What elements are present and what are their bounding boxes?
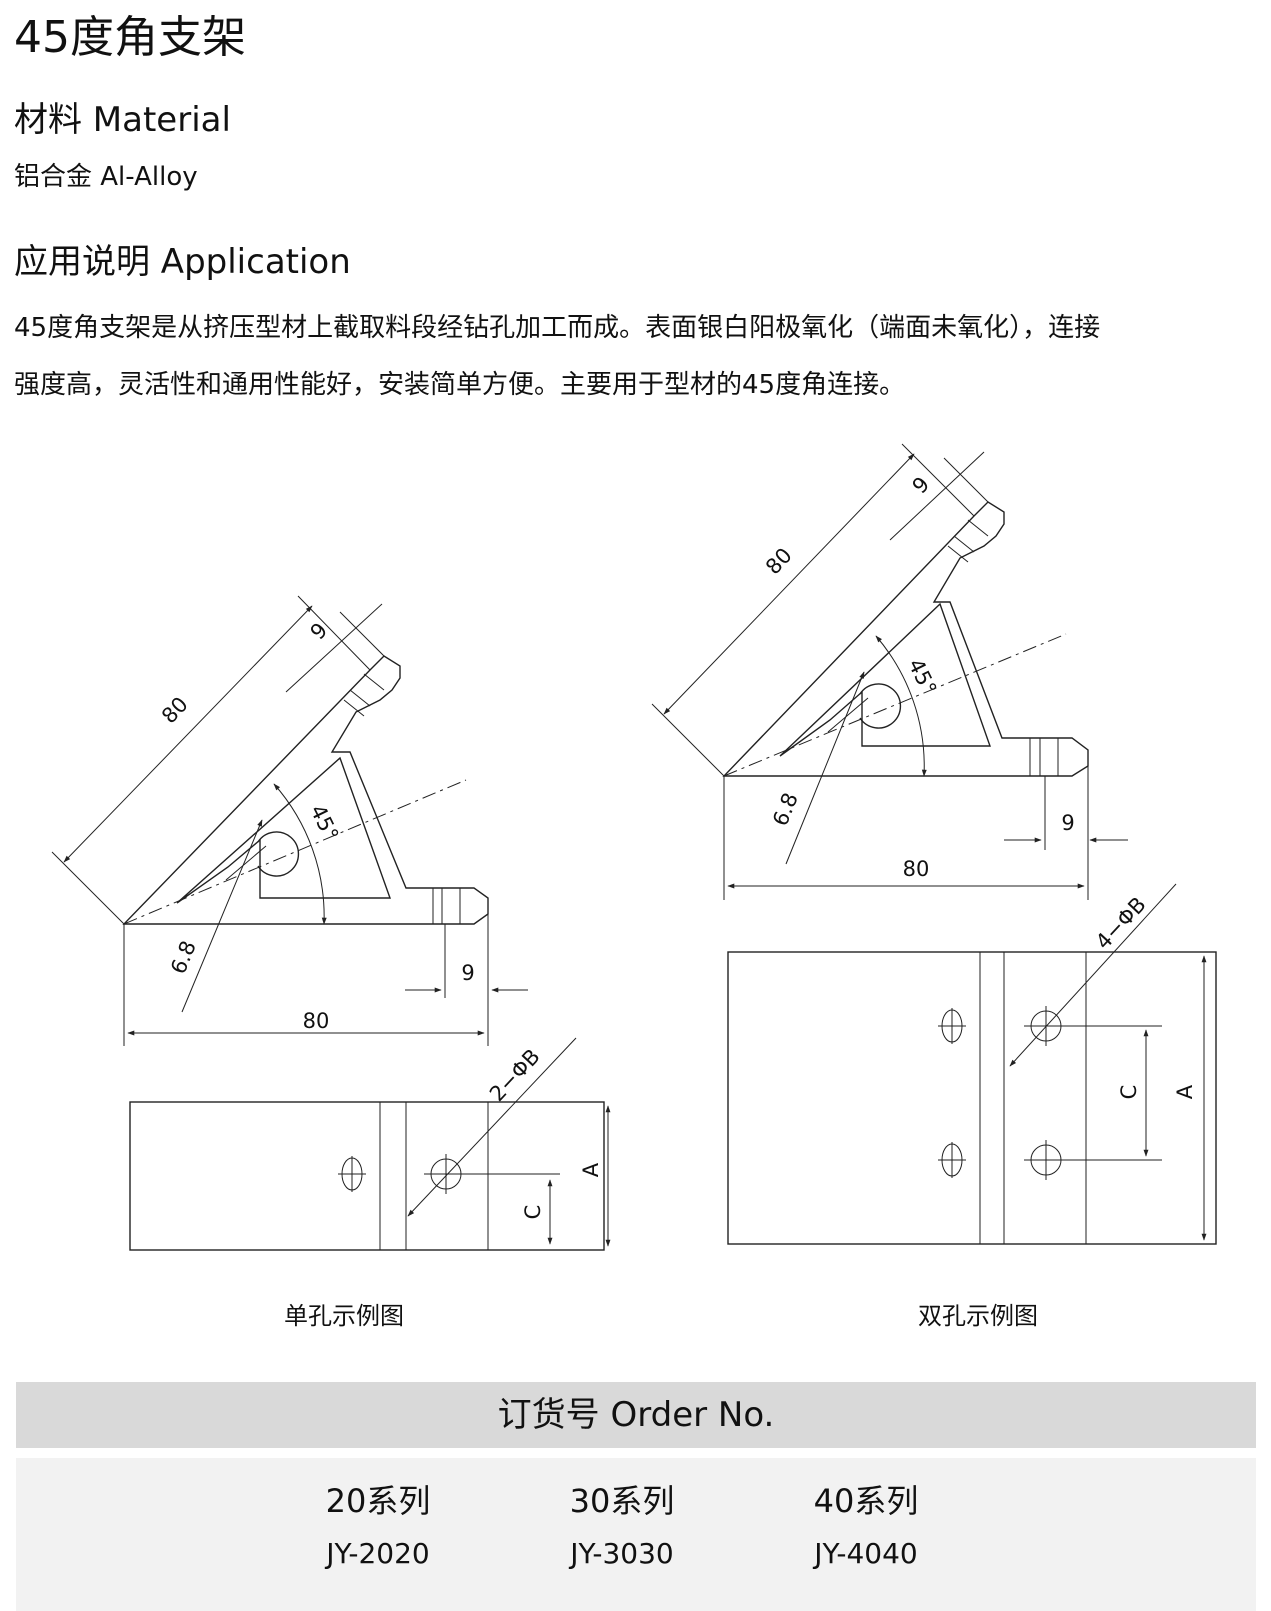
application-heading: 应用说明 Application <box>14 242 351 282</box>
series-name: 40系列 <box>813 1482 919 1520</box>
series-name: 30系列 <box>569 1482 675 1520</box>
dim-c-double: C <box>1117 1085 1141 1100</box>
series-code: JY-2020 <box>326 1537 430 1570</box>
dim-length-slanted-2: 80 <box>761 543 797 579</box>
application-line-1: 45度角支架是从挤压型材上截取料段经钻孔加工而成。表面银白阳极氧化（端面未氧化）… <box>14 313 1101 343</box>
series-name: 20系列 <box>325 1482 431 1520</box>
order-heading: 订货号 Order No. <box>16 1382 1256 1448</box>
dim-angle-2: 45° <box>903 655 941 699</box>
dim-flange-horizontal: 9 <box>461 961 474 985</box>
series-code: JY-4040 <box>814 1537 918 1570</box>
order-table: 20系列 JY-2020 30系列 JY-3030 40系列 JY-4040 <box>16 1458 1256 1611</box>
double-bracket-plan-view: 4−ΦB C A <box>727 883 1217 1245</box>
dim-angle: 45° <box>305 801 343 845</box>
series-column-30: 30系列 JY-3030 <box>512 1478 732 1574</box>
dim-length-horizontal-2: 80 <box>903 857 930 881</box>
dim-flange-horizontal-2: 9 <box>1061 811 1074 835</box>
caption-single: 单孔示例图 <box>284 1302 404 1330</box>
technical-drawing: 80 9 45° 6.8 80 9 2−ΦB C A <box>51 443 1217 1251</box>
dim-length-slanted: 80 <box>157 692 193 728</box>
dim-radius-2: 6.8 <box>768 789 803 829</box>
dim-length-horizontal: 80 <box>303 1009 330 1033</box>
single-bracket-plan-view: 2−ΦB C A <box>129 1037 611 1251</box>
page-title: 45度角支架 <box>14 12 246 63</box>
material-value: 铝合金 Al-Alloy <box>14 162 198 192</box>
dim-a-single: A <box>579 1162 603 1177</box>
dim-flange-slanted-2: 9 <box>908 472 935 498</box>
single-bracket-side-view: 80 9 45° 6.8 80 9 <box>51 595 528 1046</box>
series-column-20: 20系列 JY-2020 <box>268 1478 488 1574</box>
double-bracket-side-view: 80 9 45° 6.8 80 9 <box>651 443 1128 900</box>
dim-flange-slanted: 9 <box>306 618 333 644</box>
dim-a-double: A <box>1173 1084 1197 1099</box>
material-heading: 材料 Material <box>14 100 231 140</box>
application-line-2: 强度高，灵活性和通用性能好，安装简单方便。主要用于型材的45度角连接。 <box>14 370 906 400</box>
dim-c-single: C <box>521 1205 545 1220</box>
caption-double: 双孔示例图 <box>918 1302 1038 1330</box>
dim-radius: 6.8 <box>166 937 201 977</box>
series-code: JY-3030 <box>570 1537 674 1570</box>
dim-holes-single: 2−ΦB <box>485 1044 545 1106</box>
series-column-40: 40系列 JY-4040 <box>756 1478 976 1574</box>
